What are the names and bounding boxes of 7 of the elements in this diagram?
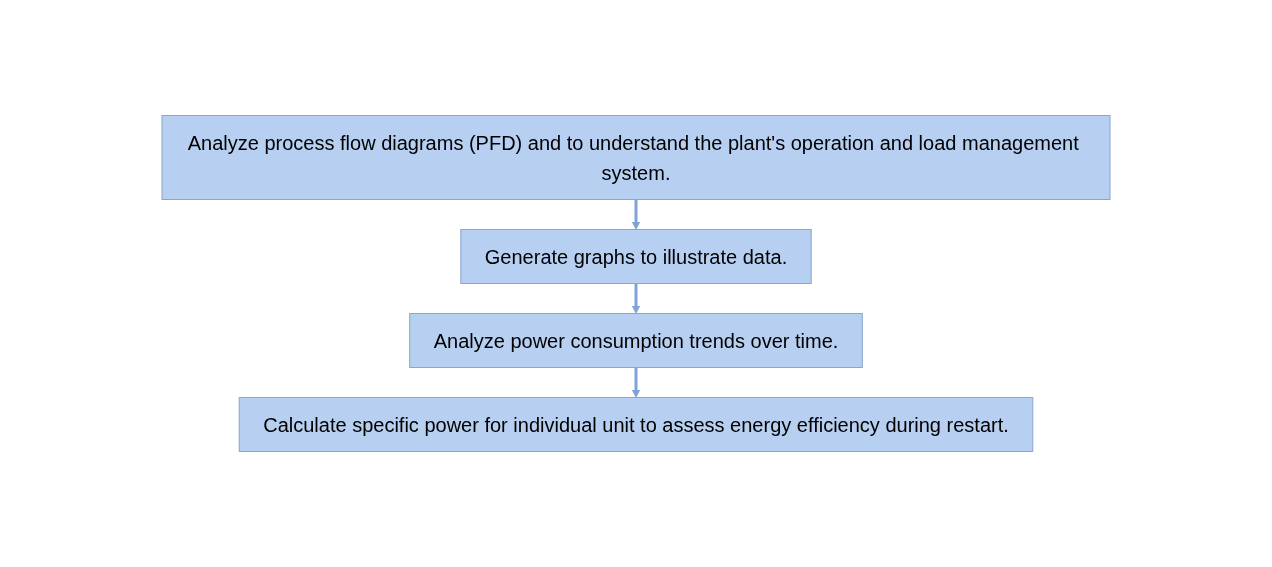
arrow — [631, 367, 641, 398]
arrow — [631, 283, 641, 314]
node-box: Analyze process flow diagrams (PFD) and to understand the plant's operation and load management system. — [161, 115, 1111, 200]
arrow — [631, 199, 641, 230]
node-box: Generate graphs to illustrate data. — [460, 229, 812, 284]
node-box: Analyze power consumption trends over time. — [409, 313, 863, 368]
node-box: Calculate specific power for individual unit to assess energy efficiency during restart. — [238, 397, 1034, 452]
